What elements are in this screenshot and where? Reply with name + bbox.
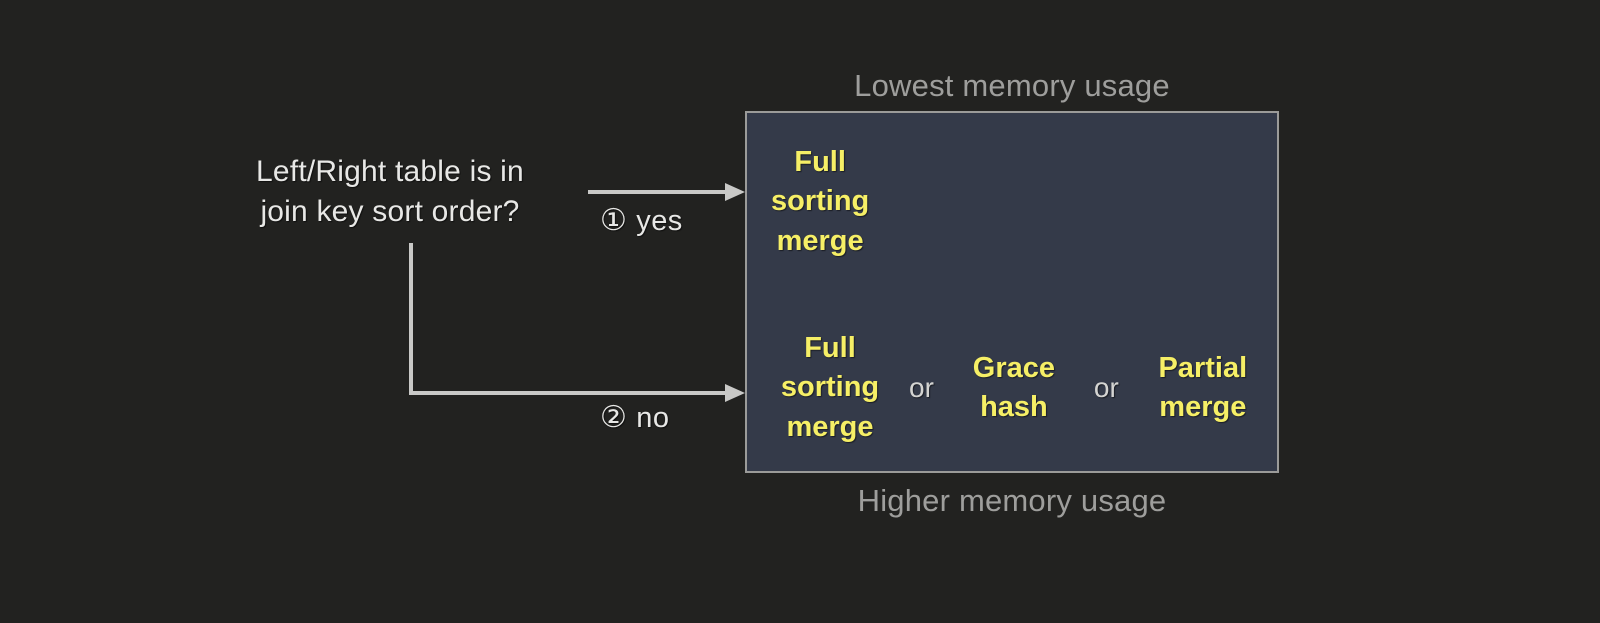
branch-marker-1: ① xyxy=(600,204,628,237)
caption-higher-memory-usage: Higher memory usage xyxy=(857,483,1167,518)
algorithm-full-sorting-merge-sorted: Full sorting merge xyxy=(771,146,870,257)
branch-text-yes: yes xyxy=(636,205,683,237)
decision-question: Left/Right table is in join key sort ord… xyxy=(256,155,524,228)
separator-or-1: or xyxy=(909,372,934,403)
algorithm-grace-hash: Grace hash xyxy=(972,351,1056,423)
algorithm-full-sorting-merge-unsorted: Full sorting merge xyxy=(780,332,880,443)
branch-marker-2: ② xyxy=(600,401,628,434)
branch-text-no: no xyxy=(636,402,670,434)
separator-or-2: or xyxy=(1093,372,1119,403)
outcome-row-sorted: Full sorting merge xyxy=(747,127,1277,277)
outcome-box: Full sorting merge Full sorting merge or… xyxy=(745,111,1279,473)
outcome-row-unsorted: Full sorting merge or Grace hash or Part… xyxy=(747,318,1277,458)
arrowhead-yes xyxy=(725,183,745,201)
algorithm-partial-merge: Partial merge xyxy=(1158,351,1248,423)
caption-lowest-memory-usage: Lowest memory usage xyxy=(854,68,1170,103)
arrowhead-no xyxy=(725,384,745,402)
